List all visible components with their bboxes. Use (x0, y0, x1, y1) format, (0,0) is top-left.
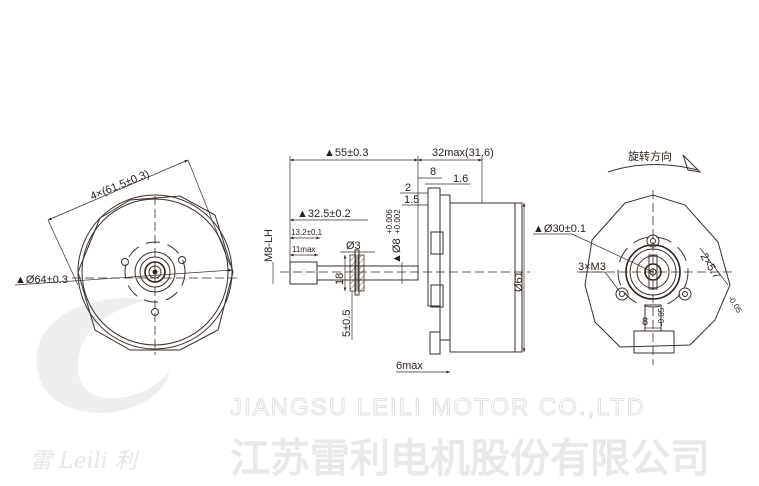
dim-2: 2 (405, 182, 411, 194)
dim-across-flats: 4×(61.5±0.3) (89, 168, 152, 203)
dim-total-length: ▲55±0.3 (324, 147, 368, 159)
dim-5: 5±0.5 (341, 310, 353, 337)
dim-thread: M8-LH (263, 229, 275, 262)
dim-slot-tol: -0.05 (726, 294, 744, 315)
watermark: JIANGSU LEILI MOTOR CO.,LTD 江苏雷利电机股份有限公司… (30, 298, 710, 482)
dim-1-6: 1.6 (453, 173, 468, 185)
dim-d8-tol-upper: +0.006 (385, 209, 394, 234)
dim-d30: ▲Ø30±0.1 (533, 223, 586, 235)
rear-view: 旋转方向 ▲Ø30±0.1 3×M3 2×5.7 -0.05 8 -0.05 (533, 149, 744, 365)
dim-diameter-64: ▲Ø64±0.3 (15, 274, 68, 286)
side-view: ▲55±0.3 32max(31.6) 8 1.6 2 1.5 ▲32.5±0.… (263, 147, 530, 374)
watermark-logo-text: 雷 Leili 利 (30, 449, 140, 474)
watermark-company-cn: 江苏雷利电机股份有限公司 (230, 436, 710, 482)
dim-8-rear-tol: -0.05 (657, 307, 666, 326)
dim-d8-tol-lower: +0.002 (393, 209, 402, 234)
front-view: 4×(61.5±0.3) ▲Ø64±0.3 (14, 159, 238, 355)
watermark-logo (36, 298, 170, 413)
dim-11max: 11max (292, 245, 315, 254)
dim-d3: Ø3 (346, 240, 361, 252)
dim-body-length: 32max(31.6) (432, 147, 494, 159)
dim-8-rear: 8 (642, 316, 648, 328)
dim-d8: ▲Ø8 (391, 238, 403, 264)
dim-6max: 6max (396, 360, 423, 372)
dim-holes: 3×M3 (578, 261, 606, 273)
rotation-direction-label: 旋转方向 (628, 149, 672, 163)
dim-8: 8 (430, 166, 436, 178)
watermark-company-en: JIANGSU LEILI MOTOR CO.,LTD (230, 394, 646, 421)
dim-d61: Ø61 (513, 271, 525, 292)
dim-1-5: 1.5 (404, 194, 419, 206)
dim-slot: 2×5.7 (697, 251, 722, 281)
dim-13-2: 13.2±0.1 (291, 228, 323, 237)
dim-18: 18 (334, 273, 346, 285)
dim-32-5: ▲32.5±0.2 (297, 208, 351, 220)
